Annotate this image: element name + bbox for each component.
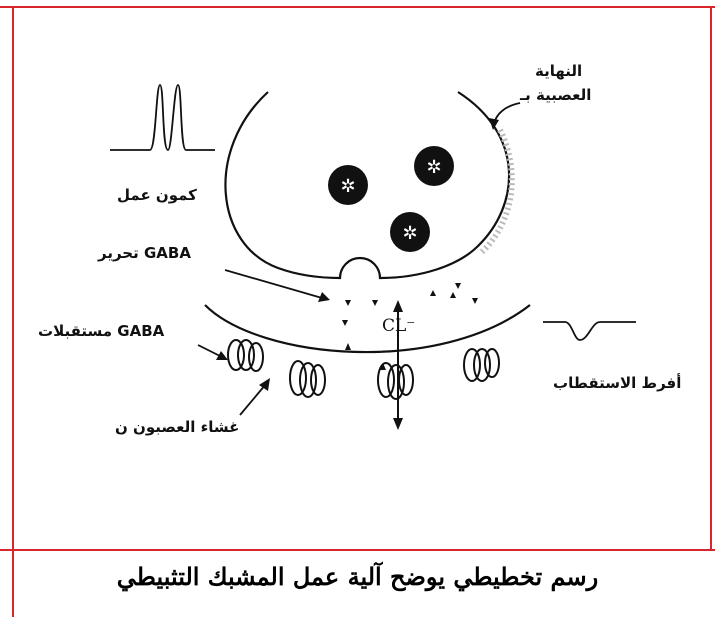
gaba-receptor [464, 349, 499, 381]
red-frame [0, 7, 715, 617]
synaptic-vesicle: ✲ [414, 146, 454, 186]
svg-text:✲: ✲ [426, 157, 441, 178]
terminal-arrow [489, 103, 520, 130]
membrane-arrow [240, 378, 270, 415]
postsynaptic-membrane [205, 305, 530, 352]
synaptic-vesicle: ✲ [328, 165, 368, 205]
hyperpolarization-label: أفرط الاستقطاب [553, 374, 681, 392]
action-potential-label: كمون عمل [117, 186, 197, 204]
gaba-receptors-label: مستقبلات GABA [38, 322, 164, 340]
synaptic-vesicle: ✲ [390, 212, 430, 252]
svg-text:✲: ✲ [340, 176, 355, 197]
chloride-ion-label: CL⁻ [382, 316, 415, 336]
gaba-receptor [290, 361, 325, 397]
receptor-arrow [198, 345, 228, 360]
terminal-label-line2: العصبية بـ [520, 86, 591, 104]
hyperpolarization-trace [543, 322, 636, 340]
gaba-receptor [228, 340, 263, 371]
gaba-release-arrow [225, 270, 330, 302]
action-potential-trace [110, 85, 215, 150]
figure-caption: رسم تخطيطي يوضح آلية عمل المشبك التثبيطي [0, 562, 715, 591]
neuron-membrane-label: غشاء العصبون ن [115, 418, 239, 436]
terminal-label-line1: النهاية [535, 62, 582, 80]
svg-text:✲: ✲ [402, 223, 417, 244]
gaba-release-label: تحرير GABA [98, 244, 191, 262]
